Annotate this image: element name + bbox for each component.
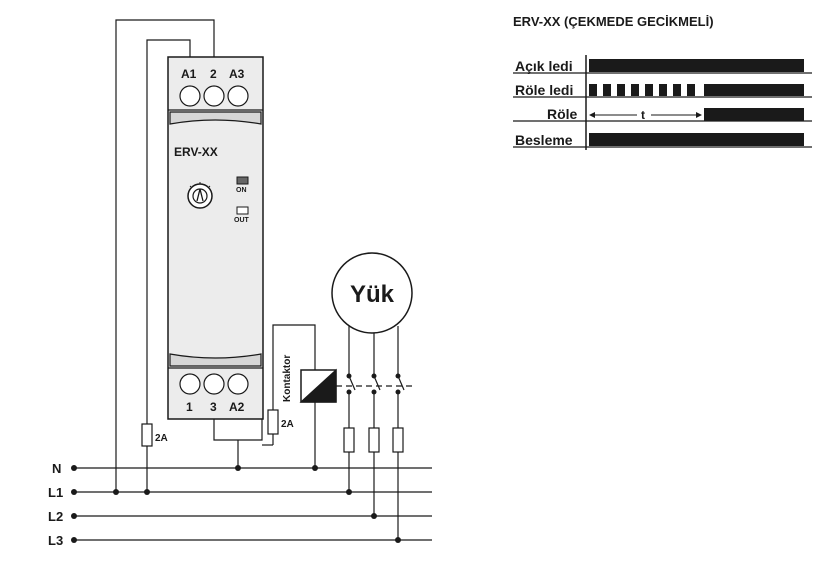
line-l3-label: L3 <box>48 533 63 548</box>
acik-ledi-bar <box>589 59 804 72</box>
load-circle <box>331 252 413 334</box>
fuse-output-label: 2A <box>281 419 294 430</box>
fuse-a1-label: 2A <box>155 433 168 444</box>
role-ledi-bar <box>704 84 804 96</box>
terminal-3-label: 3 <box>210 400 217 414</box>
row-label-role: Röle <box>547 106 578 122</box>
terminal-a2-label: A2 <box>229 400 245 414</box>
contactor-label: Kontaktor <box>282 355 293 402</box>
fuse-a1 <box>141 423 153 447</box>
row-label-besleme: Besleme <box>515 132 573 148</box>
fuse-output <box>267 409 279 435</box>
terminal-a1-screw <box>179 85 201 107</box>
terminal-a3-screw <box>227 85 249 107</box>
load-label: Yük <box>350 281 395 308</box>
terminal-a3-label: A3 <box>229 67 245 81</box>
row-label-acik-ledi: Açık ledi <box>515 58 573 74</box>
fuse-l1 <box>343 427 355 453</box>
fuse-l3 <box>392 427 404 453</box>
terminal-2-label: 2 <box>210 67 217 81</box>
terminal-3-screw <box>203 373 225 395</box>
line-l1-label: L1 <box>48 485 63 500</box>
fuse-l2 <box>368 427 380 453</box>
terminal-1-label: 1 <box>186 400 193 414</box>
terminal-2-screw <box>203 85 225 107</box>
terminal-1-screw <box>179 373 201 395</box>
t-label: t <box>641 108 645 122</box>
out-led-icon <box>236 206 249 215</box>
terminal-a2-screw <box>227 373 249 395</box>
terminal-a1-label: A1 <box>181 67 197 81</box>
on-led-label: ON <box>236 187 247 194</box>
line-l2-label: L2 <box>48 509 63 524</box>
besleme-bar <box>589 133 804 146</box>
out-led-label: OUT <box>234 217 250 224</box>
row-label-role-ledi: Röle ledi <box>515 82 573 98</box>
device-model: ERV-XX <box>174 145 218 159</box>
timing-title: ERV-XX (ÇEKMEDE GECİKMELİ) <box>513 14 714 29</box>
role-bar <box>704 108 804 121</box>
line-n-label: N <box>52 461 61 476</box>
on-led-icon <box>236 176 249 185</box>
